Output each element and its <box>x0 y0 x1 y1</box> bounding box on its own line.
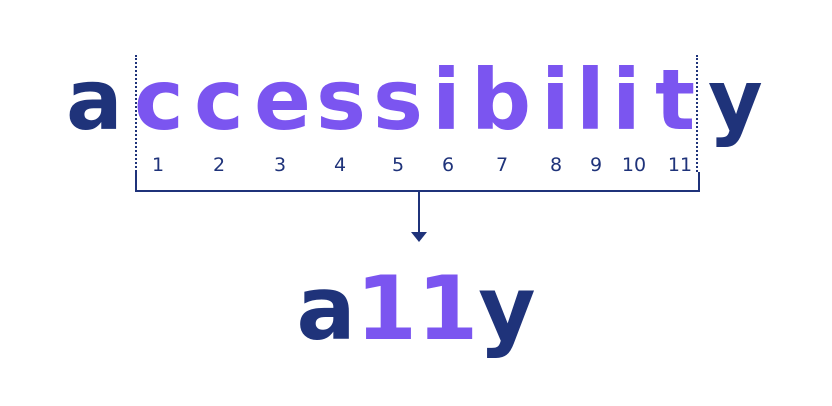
word-middle-letter-1: c <box>134 51 184 149</box>
count-label-10: 10 <box>621 154 647 176</box>
count-label-4: 4 <box>333 154 347 176</box>
count-label-9: 9 <box>589 154 603 176</box>
count-bracket <box>135 172 700 192</box>
count-label-8: 8 <box>549 154 563 176</box>
count-label-3: 3 <box>273 154 287 176</box>
word-first-letter: a <box>66 51 123 149</box>
numeronym-first-letter: a <box>296 257 356 360</box>
word-middle-letter-5: s <box>373 51 423 149</box>
count-label-11: 11 <box>667 154 693 176</box>
word-middle-letter-2: c <box>194 51 244 149</box>
left-guide-line <box>135 55 137 172</box>
word-last-letter: y <box>708 51 763 149</box>
count-label-7: 7 <box>495 154 509 176</box>
numeronym-count: 11 <box>355 257 479 360</box>
word-middle-letter-7: b <box>471 51 532 149</box>
arrow-down-icon <box>411 232 427 242</box>
arrow-stem <box>418 192 420 234</box>
count-label-2: 2 <box>212 154 226 176</box>
count-label-5: 5 <box>391 154 405 176</box>
word-middle-letter-4: s <box>316 51 366 149</box>
numeronym: a11y <box>0 254 832 364</box>
word-middle-letter-3: e <box>254 51 311 149</box>
numeronym-last-letter: y <box>478 257 536 360</box>
word-middle-letter-9: l <box>576 51 605 149</box>
word-middle-letter-10: i <box>612 51 641 149</box>
count-label-6: 6 <box>441 154 455 176</box>
word-middle-letter-11: t <box>655 51 696 149</box>
word-middle-letter-6: i <box>432 51 461 149</box>
right-guide-line <box>696 55 698 172</box>
full-word: a c c e s s i b i l i t y <box>64 50 774 150</box>
count-label-1: 1 <box>151 154 165 176</box>
word-middle-letter-8: i <box>541 51 570 149</box>
